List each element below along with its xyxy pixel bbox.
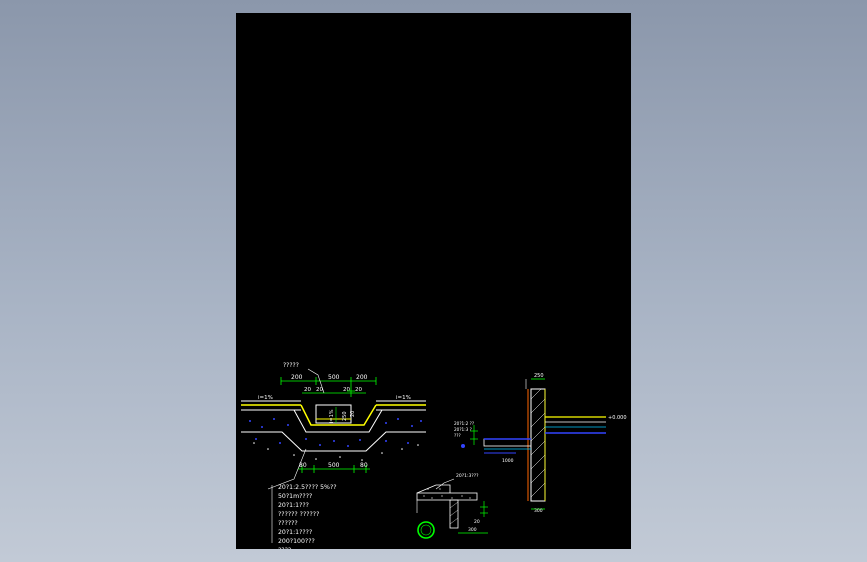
section-arrows-left [470,425,478,445]
small-detail-label: 20?1:3??? [456,473,479,479]
wall-detail: 250 +0.000 1000 20?1:2 ?? 20?1:3 [454,373,627,514]
note-3: 20?1:1??? [278,502,309,509]
wall-label-3: ??? [454,433,461,438]
small-dim: 20 [474,519,480,525]
gutter-channel [315,404,352,424]
wall-label-1: 20?1:2 ?? [454,421,474,426]
vdim-3: 20 [350,411,356,417]
slab-edge [416,484,451,494]
trench-outer-profile [241,431,426,452]
trench-mid-profile [293,409,383,433]
dim-top-3: 200 [356,374,368,381]
detail-callout-circle [417,521,435,539]
dim-bottom-1: 80 [299,462,307,469]
trench-section: 200 500 200 20 20 20 20 ????? i=1% i=1% … [241,362,426,549]
vdim-2: 250 [342,411,348,421]
notes-leader [267,448,307,490]
wall-bottom-dim: 300 [534,508,543,514]
wall-hatch [530,388,546,498]
elevation-label: +0.000 [608,415,627,421]
small-detail-arrows [480,501,488,517]
note-7: 200?100??? [278,538,315,545]
slope-right: i=1% [396,395,411,401]
lower-slab-dim: 1000 [502,458,514,464]
aggregate-hatch [253,442,419,461]
small-detail: 20?1:3??? 20 300 [416,473,488,539]
trench-top-label: ????? [283,362,299,369]
marker-dot [461,444,465,448]
trench-notes: 20?1:2.5???? 5%?? 50?1m???? 20?1:1??? ??… [278,484,337,549]
note-6: 20?1:1???? [278,529,312,536]
note-8: ???? [278,547,291,549]
small-bottom-dim: 300 [468,527,477,533]
trench-finish-profile [300,404,377,426]
drawing-sheet: 200 500 200 20 20 20 20 ????? i=1% i=1% … [236,13,631,549]
note-4: ?????? ?????? [278,511,319,518]
section-marker-top [347,385,355,397]
small-slab-hatch [423,488,471,499]
wall-top-dim: 250 [534,373,544,379]
lower-slab [483,438,532,447]
dim-top-2: 500 [328,374,340,381]
top-label-leader [307,368,325,394]
cad-drawing: 200 500 200 20 20 20 20 ????? i=1% i=1% … [241,362,627,549]
dim-top-1: 200 [291,374,303,381]
small-slab [416,492,478,501]
note-5: ?????? [278,520,298,527]
dim-inner-2: 20 [316,387,323,393]
wall-label-2: 20?1:3 ? [454,427,472,432]
note-2: 50?1m???? [278,493,312,500]
note-1: 20?1:2.5???? 5%?? [278,484,337,491]
dim-inner-1: 20 [304,387,311,393]
vdim-1: i=1% [329,409,335,423]
dim-inner-4: 20 [355,387,362,393]
dim-bottom-2: 500 [328,462,340,469]
dim-inner-3: 20 [343,387,350,393]
slope-left: i=1% [258,395,273,401]
small-wall [449,499,459,529]
concrete-hatch [249,418,422,447]
dim-bottom-3: 80 [360,462,368,469]
